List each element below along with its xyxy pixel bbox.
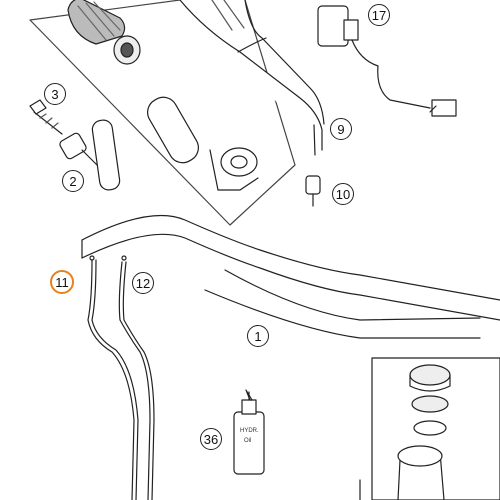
bottle-text-2: Oil xyxy=(244,438,251,444)
grip-part xyxy=(67,0,141,65)
callout-3[interactable]: 3 xyxy=(44,83,66,105)
callout-1[interactable]: 1 xyxy=(247,325,269,347)
oil-bottle-part xyxy=(233,389,265,475)
callout-12[interactable]: 12 xyxy=(132,272,154,294)
bottle-text-1: HYDR. xyxy=(240,428,259,434)
callout-2[interactable]: 2 xyxy=(62,170,84,192)
screw-part xyxy=(305,175,321,207)
throttle-tube-part xyxy=(179,0,325,156)
callout-36[interactable]: 36 xyxy=(200,428,222,450)
callout-11-highlighted[interactable]: 11 xyxy=(50,270,74,294)
switch-part xyxy=(317,5,457,117)
bottle-label: HYDR. Oil xyxy=(240,428,259,444)
throttle-cables-part xyxy=(87,255,155,500)
master-cylinder-inset xyxy=(359,357,500,500)
bar-end-part xyxy=(59,119,121,191)
handlebar-part xyxy=(81,214,500,339)
bolt-part xyxy=(29,99,63,135)
callout-9[interactable]: 9 xyxy=(330,118,352,140)
callout-10[interactable]: 10 xyxy=(332,183,354,205)
callout-17[interactable]: 17 xyxy=(368,4,390,26)
throttle-sleeve-part xyxy=(147,96,259,191)
